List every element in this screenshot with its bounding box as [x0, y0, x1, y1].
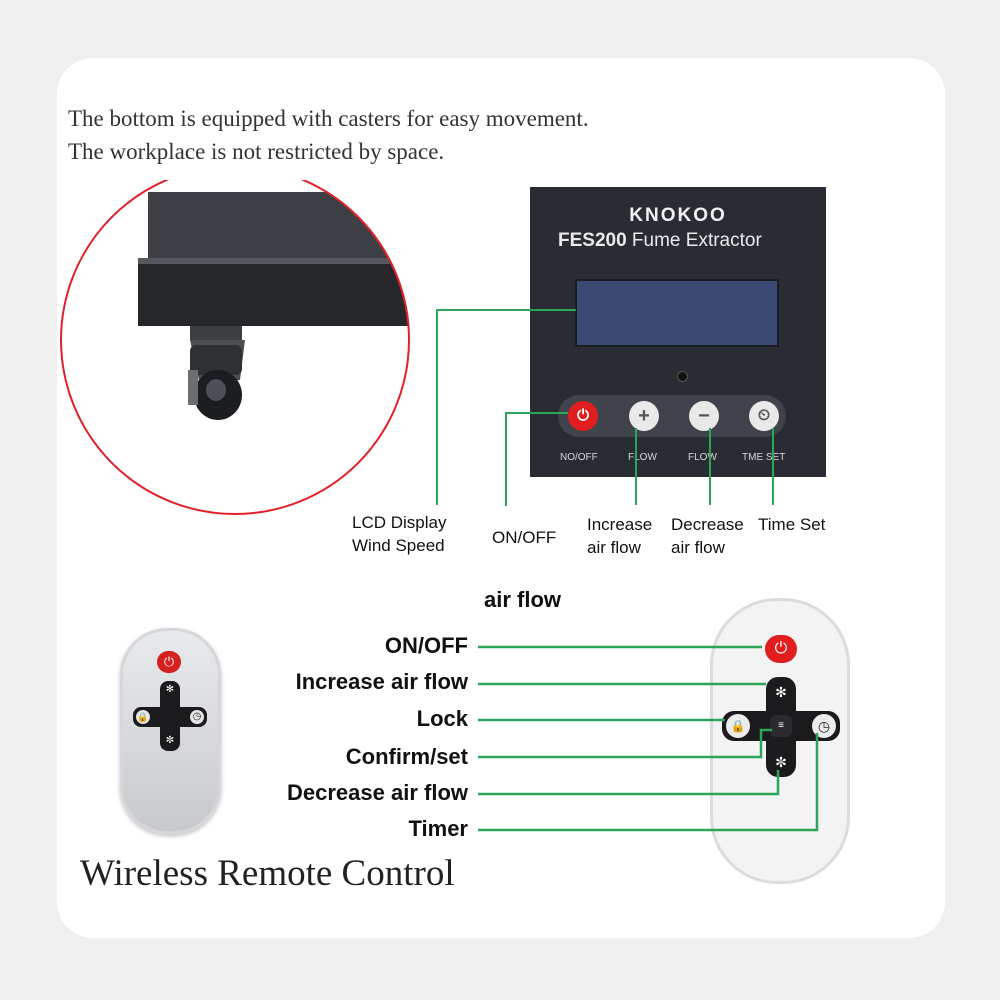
remote-label-timer: Timer	[408, 816, 468, 841]
caster-wheel-icon	[188, 326, 245, 420]
power-button-label: NO/OFF	[560, 452, 598, 463]
remote-increase-button[interactable]: ✻	[770, 681, 792, 703]
wireless-remote-title: Wireless Remote Control	[80, 853, 455, 894]
remote-label-lock: Lock	[416, 706, 468, 731]
power-button[interactable]: ⏻	[568, 401, 598, 431]
remote-label-onoff: ON/OFF	[384, 633, 468, 658]
callout-timeset: Time Set	[758, 515, 826, 534]
remote-large-image: ⏻ ✻ 🔒 ≡ ◷ ✼	[710, 598, 850, 884]
callout-decrease: Decrease air flow	[671, 515, 744, 557]
remote-small-image: ⏻ ✻ 🔒 ◷ ✼	[120, 628, 221, 834]
increase-button-label: FLOW	[628, 452, 657, 463]
callout-increase: Increase air flow	[587, 515, 653, 557]
callout-onoff: ON/OFF	[492, 528, 557, 547]
fan-icon: ✻	[163, 683, 177, 697]
remote-label-decrease: Decrease air flow	[287, 780, 468, 805]
power-icon: ⏻	[157, 651, 181, 673]
fan-icon: ✼	[163, 734, 177, 748]
time-set-button[interactable]: ⏲	[749, 401, 779, 431]
remote-heading: air flow	[484, 587, 562, 612]
remote-decrease-button[interactable]: ✼	[770, 751, 792, 773]
timer-icon: ◷	[190, 710, 204, 724]
intro-line-1: The bottom is equipped with casters for …	[68, 106, 589, 131]
indicator-led	[677, 371, 688, 382]
increase-flow-button[interactable]: +	[629, 401, 659, 431]
lcd-display	[575, 279, 779, 347]
brand-logo: KNOKOO	[629, 205, 727, 226]
remote-lock-button[interactable]: 🔒	[726, 714, 750, 738]
remote-power-button[interactable]: ⏻	[765, 635, 797, 663]
decrease-flow-button[interactable]: −	[689, 401, 719, 431]
remote-confirm-button[interactable]: ≡	[770, 715, 792, 737]
intro-text: The bottom is equipped with casters for …	[68, 102, 589, 168]
lock-icon: 🔒	[136, 710, 150, 724]
remote-label-confirm: Confirm/set	[345, 744, 468, 769]
control-panel: KNOKOO FES200 Fume Extractor ⏻ + − ⏲ NO/…	[530, 187, 826, 477]
callout-lcd: LCD Display Wind Speed	[352, 513, 447, 555]
remote-label-increase: Increase air flow	[295, 669, 468, 694]
decrease-button-label: FLOW	[688, 452, 717, 463]
model-name: FES200 Fume Extractor	[558, 230, 762, 251]
timeset-button-label: TME SET	[742, 452, 786, 463]
caster-photo	[60, 180, 410, 515]
intro-line-2: The workplace is not restricted by space…	[68, 139, 445, 164]
